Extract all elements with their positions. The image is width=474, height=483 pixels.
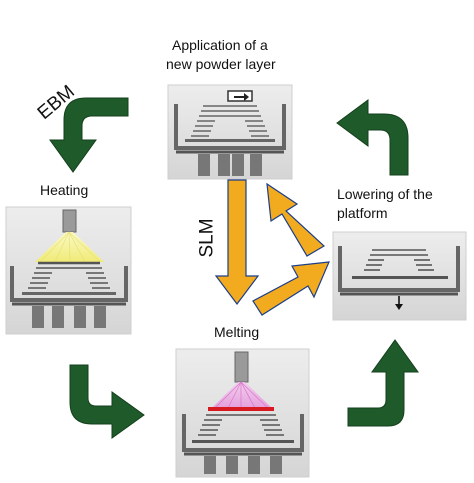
ebm-arrow-icon [347, 339, 419, 427]
down-arrow-icon [395, 296, 403, 310]
printed-part [28, 261, 110, 289]
slm-arrow-icon [214, 179, 260, 305]
lowering-label-line2: platform [337, 205, 388, 221]
application-label-line1: Application of a [172, 37, 268, 53]
ebm-arrow-icon [49, 97, 129, 173]
support-leg [204, 456, 216, 474]
slm-arrow-icon [266, 182, 326, 257]
ebm-arrow-icon [69, 364, 145, 439]
printed-part [191, 105, 269, 137]
support-leg [218, 154, 230, 176]
panel-application [167, 84, 293, 180]
panel-heating [5, 206, 132, 335]
panel-lowering [332, 231, 467, 321]
machine-walls [338, 246, 460, 292]
build-plate [192, 440, 294, 443]
ebm-arrow-icon [336, 99, 409, 176]
heating-label: Heating [40, 182, 89, 198]
build-plate [352, 276, 448, 279]
support-leg [248, 456, 260, 474]
support-leg [250, 154, 262, 176]
build-plate [22, 292, 116, 295]
machine-walls [10, 266, 128, 302]
support-leg [32, 306, 44, 328]
support-leg [52, 306, 64, 328]
electron-gun [62, 209, 77, 233]
slm-arrow-icon [252, 261, 330, 316]
machine-walls [174, 104, 286, 150]
build-plate [185, 139, 275, 142]
panel-melting [175, 348, 310, 478]
right-arrow-icon [234, 93, 249, 101]
melt-beam [210, 382, 274, 410]
application-label-line2: new powder layer [166, 56, 276, 72]
lowering-label-line1: Lowering of the [337, 186, 433, 202]
support-leg [226, 456, 238, 474]
laser-source [234, 351, 249, 383]
melted-layer [208, 407, 274, 411]
printed-part [198, 414, 284, 436]
support-leg [74, 306, 86, 328]
support-leg [198, 154, 210, 176]
support-leg [270, 456, 282, 474]
melting-label: Melting [214, 324, 260, 340]
support-leg [94, 306, 106, 328]
machine-walls [182, 414, 304, 452]
support-leg [232, 154, 244, 176]
printed-part [364, 249, 434, 271]
